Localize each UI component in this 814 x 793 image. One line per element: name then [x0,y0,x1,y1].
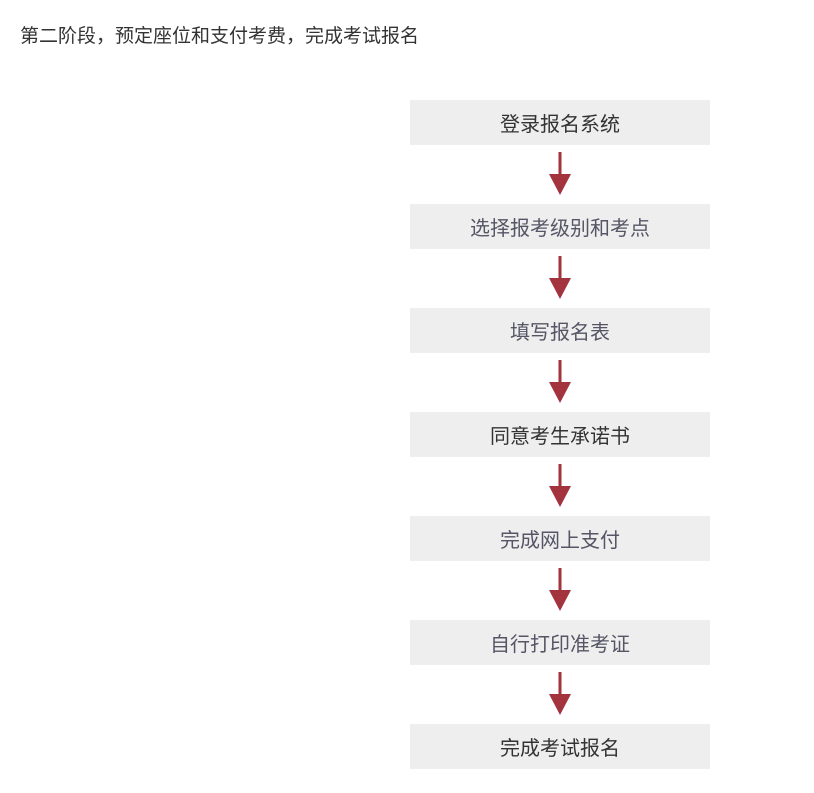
step-login-system: 登录报名系统 [410,100,710,145]
step-complete-registration: 完成考试报名 [410,724,710,769]
step-print-admission-ticket: 自行打印准考证 [410,620,710,665]
arrow-down-icon [549,672,571,716]
arrow-down-icon [549,568,571,612]
page-heading: 第二阶段，预定座位和支付考费，完成考试报名 [20,25,420,47]
arrow-down-icon [549,152,571,196]
step-select-level-site: 选择报考级别和考点 [410,204,710,249]
arrow-down-icon [549,256,571,300]
step-online-payment: 完成网上支付 [410,516,710,561]
step-agree-pledge: 同意考生承诺书 [410,412,710,457]
arrow-down-icon [549,360,571,404]
step-fill-form: 填写报名表 [410,308,710,353]
arrow-down-icon [549,464,571,508]
